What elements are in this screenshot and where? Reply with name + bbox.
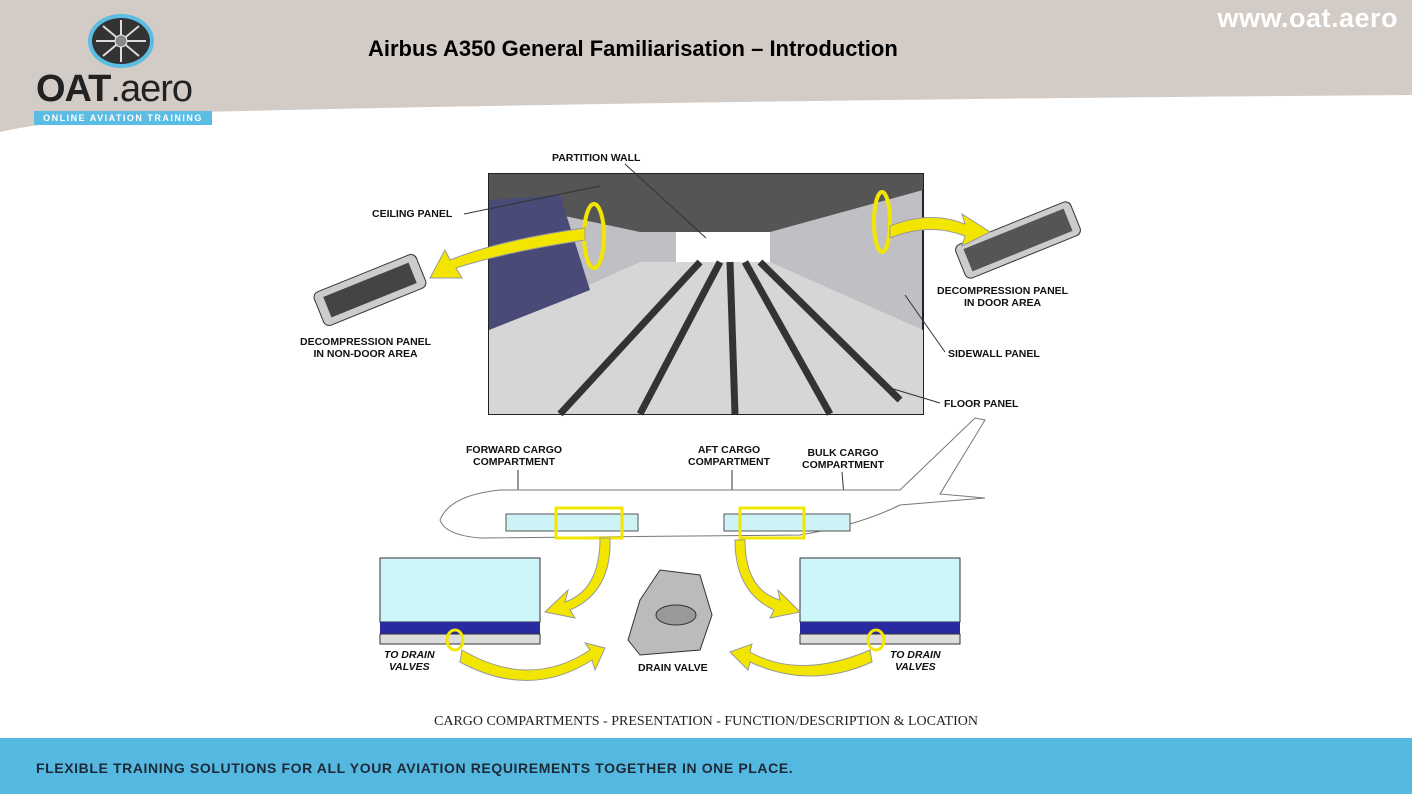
decompression-panel-right-image [955,201,1081,279]
logo-wordmark: OAT.aero [36,68,193,110]
label-decompression-door: DECOMPRESSION PANEL IN DOOR AREA [937,285,1069,309]
label-bulk-cargo: BULK CARGO COMPARTMENT [802,447,885,471]
header-background [0,0,1412,132]
site-url[interactable]: www.oat.aero [1217,3,1398,33]
label-decompression-non-door: DECOMPRESSION PANEL IN NON-DOOR AREA [300,336,432,360]
engine-logo-icon [88,14,154,68]
pointer-arrows-top [429,212,992,279]
decompression-panel-left-image [313,254,427,326]
label-forward-cargo: FORWARD CARGO COMPARTMENT [466,444,563,468]
label-drain-valve: DRAIN VALVE [638,662,708,674]
label-partition-wall: PARTITION WALL [552,152,641,164]
floor-section-left-image [379,557,541,652]
label-aft-cargo: AFT CARGO COMPARTMENT [688,444,771,468]
label-sidewall-panel: SIDEWALL PANEL [948,348,1040,360]
footer-text: FLEXIBLE TRAINING SOLUTIONS FOR ALL YOUR… [36,760,794,776]
label-floor-panel: FLOOR PANEL [944,398,1019,410]
label-ceiling-panel: CEILING PANEL [372,208,453,220]
aircraft-side-view [439,417,986,540]
leader-lines [463,163,946,521]
logo-wordmark-bold: OAT [36,68,111,110]
label-to-drain-valves-right: TO DRAIN VALVES [890,649,941,673]
logo-wordmark-light: .aero [110,68,193,110]
cargo-diagram [313,163,1081,681]
figure-caption: CARGO COMPARTMENTS - PRESENTATION - FUNC… [434,714,978,729]
footer-bar [0,738,1412,794]
pointer-arrows-bottom [459,537,873,681]
page-title: Airbus A350 General Familiarisation – In… [368,36,898,61]
cargo-interior-image [488,173,924,417]
drain-valve-image [627,569,713,656]
floor-section-right-image [799,557,961,652]
label-to-drain-valves-left: TO DRAIN VALVES [384,649,435,673]
logo-tagline: ONLINE AVIATION TRAINING [34,111,212,125]
